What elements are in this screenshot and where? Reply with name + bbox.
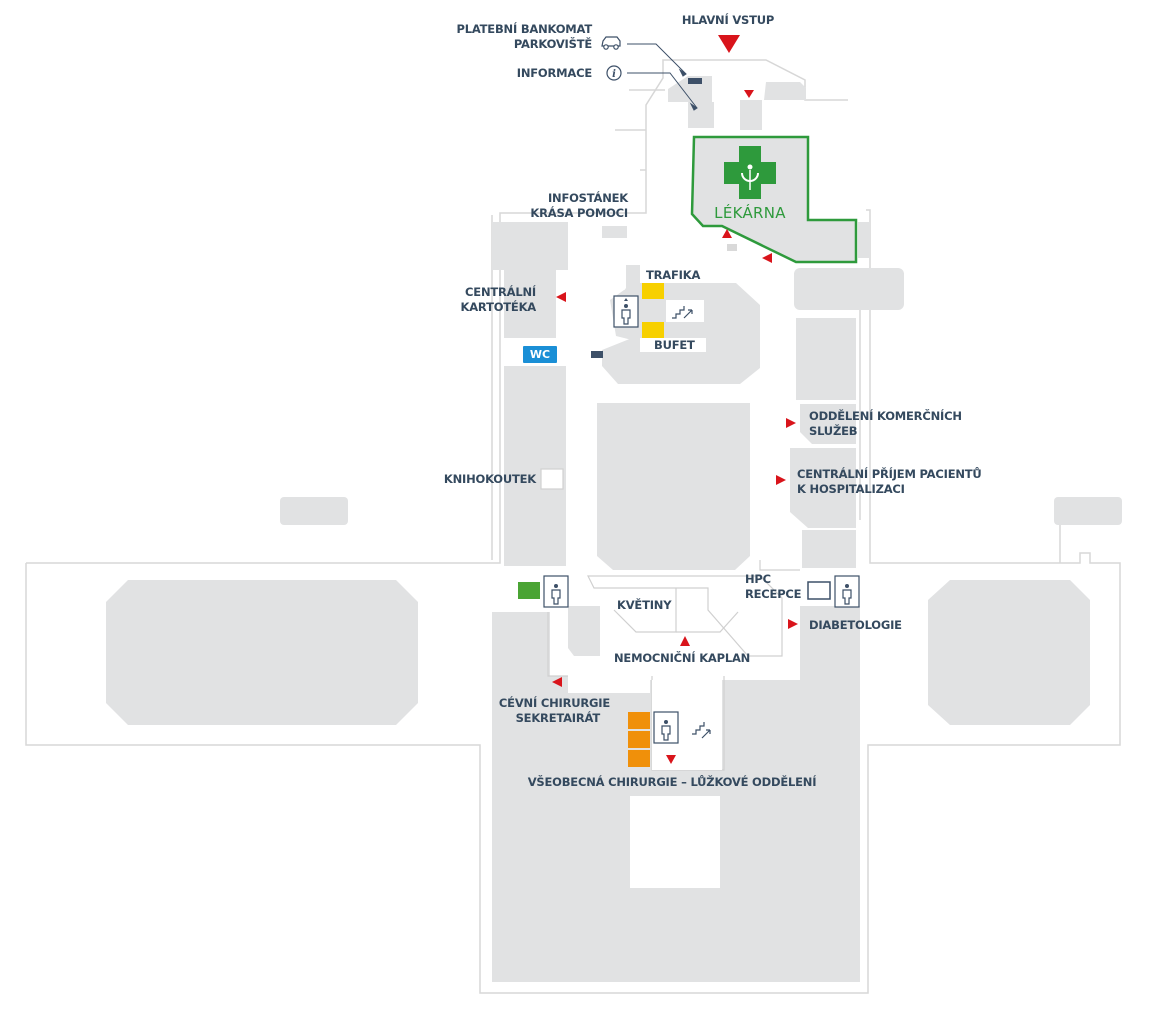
main-entrance-label: HLAVNÍ VSTUP bbox=[681, 13, 775, 27]
chaplain-label: NEMOCNIČNÍ KAPLAN bbox=[614, 651, 751, 665]
east-wing bbox=[928, 580, 1090, 725]
flowers-label: KVĚTINY bbox=[617, 598, 672, 612]
tobacco-box bbox=[640, 265, 702, 283]
direction-arrow-icon bbox=[552, 677, 562, 687]
elevator-icon bbox=[653, 711, 679, 744]
direction-arrow-icon bbox=[776, 475, 786, 485]
atm-label: PLATEBNÍ BANKOMAT bbox=[456, 22, 593, 36]
surgery-room-3 bbox=[628, 750, 650, 767]
diabetology-label: DIABETOLOGIE bbox=[809, 618, 902, 632]
library-label: KNIHOKOUTEK bbox=[443, 472, 536, 486]
direction-arrow-icon bbox=[786, 418, 796, 428]
vascular-surgery-label-line2: SEKRETAIRÁT bbox=[515, 711, 601, 725]
infostand-marker bbox=[727, 244, 737, 251]
vascular-surgery-label-line1: CÉVNÍ CHIRURGIE bbox=[498, 696, 610, 710]
east-corridor-rooms bbox=[790, 268, 904, 680]
direction-arrow-icon bbox=[556, 292, 566, 302]
infostand-label-line1: INFOSTÁNEK bbox=[547, 191, 628, 205]
hpc-label-line2: RECEPCE bbox=[745, 587, 802, 601]
direction-arrow-icon bbox=[762, 253, 772, 263]
east-annex bbox=[1054, 497, 1122, 525]
buffet-label: BUFET bbox=[654, 338, 695, 352]
west-annex bbox=[280, 497, 348, 525]
parking-label: PARKOVIŠTĚ bbox=[513, 37, 592, 51]
elevator-icon bbox=[543, 575, 569, 608]
information-label: INFORMACE bbox=[516, 66, 592, 80]
stairs-icon bbox=[692, 722, 711, 739]
direction-arrow-icon bbox=[744, 90, 754, 98]
stairs-icon bbox=[672, 306, 693, 319]
info-icon: i bbox=[606, 65, 622, 81]
admission-label-line2: K HOSPITALIZACI bbox=[797, 482, 905, 496]
direction-arrow-icon bbox=[680, 636, 690, 646]
admission-label-line1: CENTRÁLNÍ PŘÍJEM PACIENTŮ bbox=[797, 467, 982, 481]
elevator-icon bbox=[834, 575, 860, 608]
stairs-box-north bbox=[666, 300, 704, 322]
commercial-services-label-line2: SLUŽEB bbox=[809, 424, 858, 438]
svg-text:i: i bbox=[612, 69, 616, 80]
main-entrance-arrow-icon bbox=[718, 35, 740, 53]
hpc-label-line1: HPC bbox=[745, 572, 771, 586]
surgery-room-2 bbox=[628, 731, 650, 748]
central-records-label-line2: KARTOTÉKA bbox=[460, 300, 537, 314]
atrium-courtyard bbox=[630, 796, 720, 888]
central-atrium bbox=[597, 403, 750, 570]
central-records-label-line1: CENTRÁLNÍ bbox=[465, 285, 536, 299]
surgery-room-1 bbox=[628, 712, 650, 729]
green-room bbox=[518, 582, 540, 599]
direction-arrow-icon bbox=[788, 619, 798, 629]
buffet-box bbox=[640, 338, 706, 352]
direction-arrows bbox=[552, 35, 798, 764]
tobacco-shop bbox=[642, 283, 664, 299]
west-wing bbox=[106, 580, 418, 725]
hpc-desk bbox=[807, 581, 831, 600]
pharmacy-cross-icon bbox=[724, 146, 776, 199]
wc-marker bbox=[591, 351, 603, 358]
infostand-label-line2: KRÁSA POMOCI bbox=[530, 206, 628, 220]
wc-badge: WC bbox=[523, 346, 557, 363]
general-surgery-label: VŠEOBECNÁ CHIRURGIE – LŮŽKOVÉ ODDĚLENÍ bbox=[527, 775, 817, 789]
elevator-icon bbox=[613, 295, 639, 328]
pharmacy-room bbox=[690, 135, 858, 264]
direction-arrow-icon bbox=[666, 755, 676, 764]
cafe-island bbox=[602, 265, 760, 384]
buffet-shop bbox=[642, 322, 664, 338]
building-outline bbox=[25, 59, 1121, 994]
pharmacy-label: LÉKÁRNA bbox=[714, 204, 786, 222]
car-icon bbox=[601, 36, 621, 50]
tobacco-label: TRAFIKA bbox=[646, 268, 701, 282]
atm-marker bbox=[688, 78, 702, 84]
leader-lines bbox=[627, 43, 698, 111]
pharmacy-side-room bbox=[858, 222, 870, 258]
direction-arrow-icon bbox=[722, 229, 732, 238]
commercial-services-label-line1: ODDĚLENÍ KOMERČNÍCH bbox=[809, 409, 962, 423]
